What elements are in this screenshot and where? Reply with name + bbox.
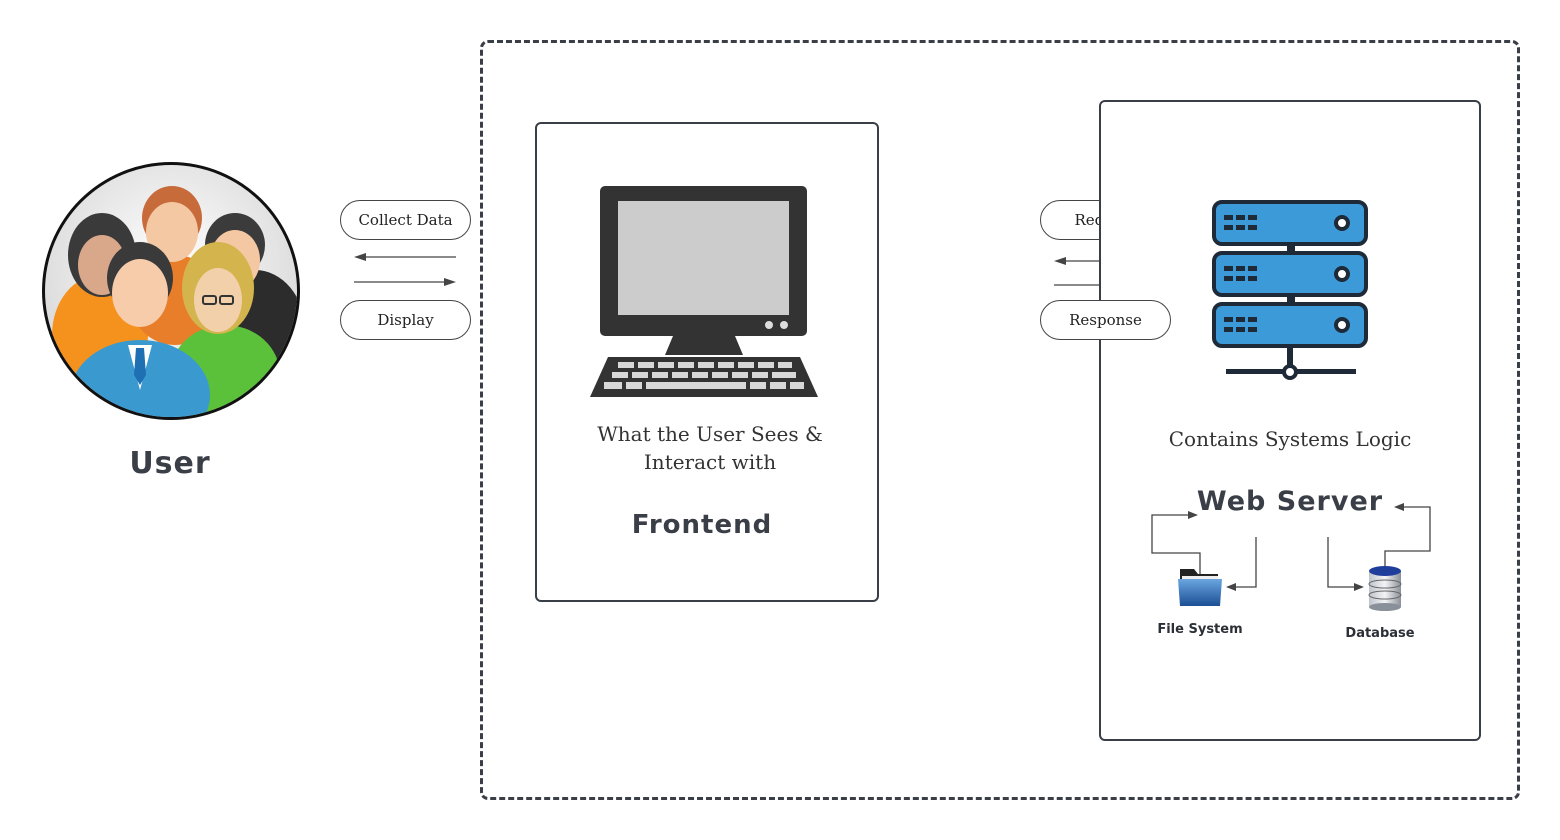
backend-panel	[1099, 100, 1481, 741]
frontend-description-line1: What the User Sees &	[597, 422, 823, 446]
server-rack-icon	[1212, 200, 1368, 380]
response-label: Response	[1040, 300, 1171, 340]
right-arrow-icon	[354, 278, 456, 286]
frontend-description: What the User Sees & Interact with	[560, 420, 860, 476]
computer-icon	[590, 186, 818, 397]
frontend-description-line2: Interact with	[643, 450, 777, 474]
frontend-title: Frontend	[631, 510, 773, 540]
backend-description: Contains Systems Logic	[1168, 427, 1412, 451]
database-label: Database	[1345, 626, 1415, 641]
web-server-title: Web Server	[1196, 486, 1384, 517]
display-label: Display	[340, 300, 471, 340]
system-boundary	[480, 40, 1520, 800]
web-server-connectors	[1151, 503, 1431, 591]
file-system-label: File System	[1157, 622, 1243, 637]
user-group-icon	[42, 162, 300, 420]
collect-data-label: Collect Data	[340, 200, 471, 240]
left-arrow-icon	[354, 253, 456, 261]
database-icon	[1368, 566, 1402, 611]
user-label: User	[129, 446, 211, 481]
folder-icon	[1178, 569, 1222, 606]
